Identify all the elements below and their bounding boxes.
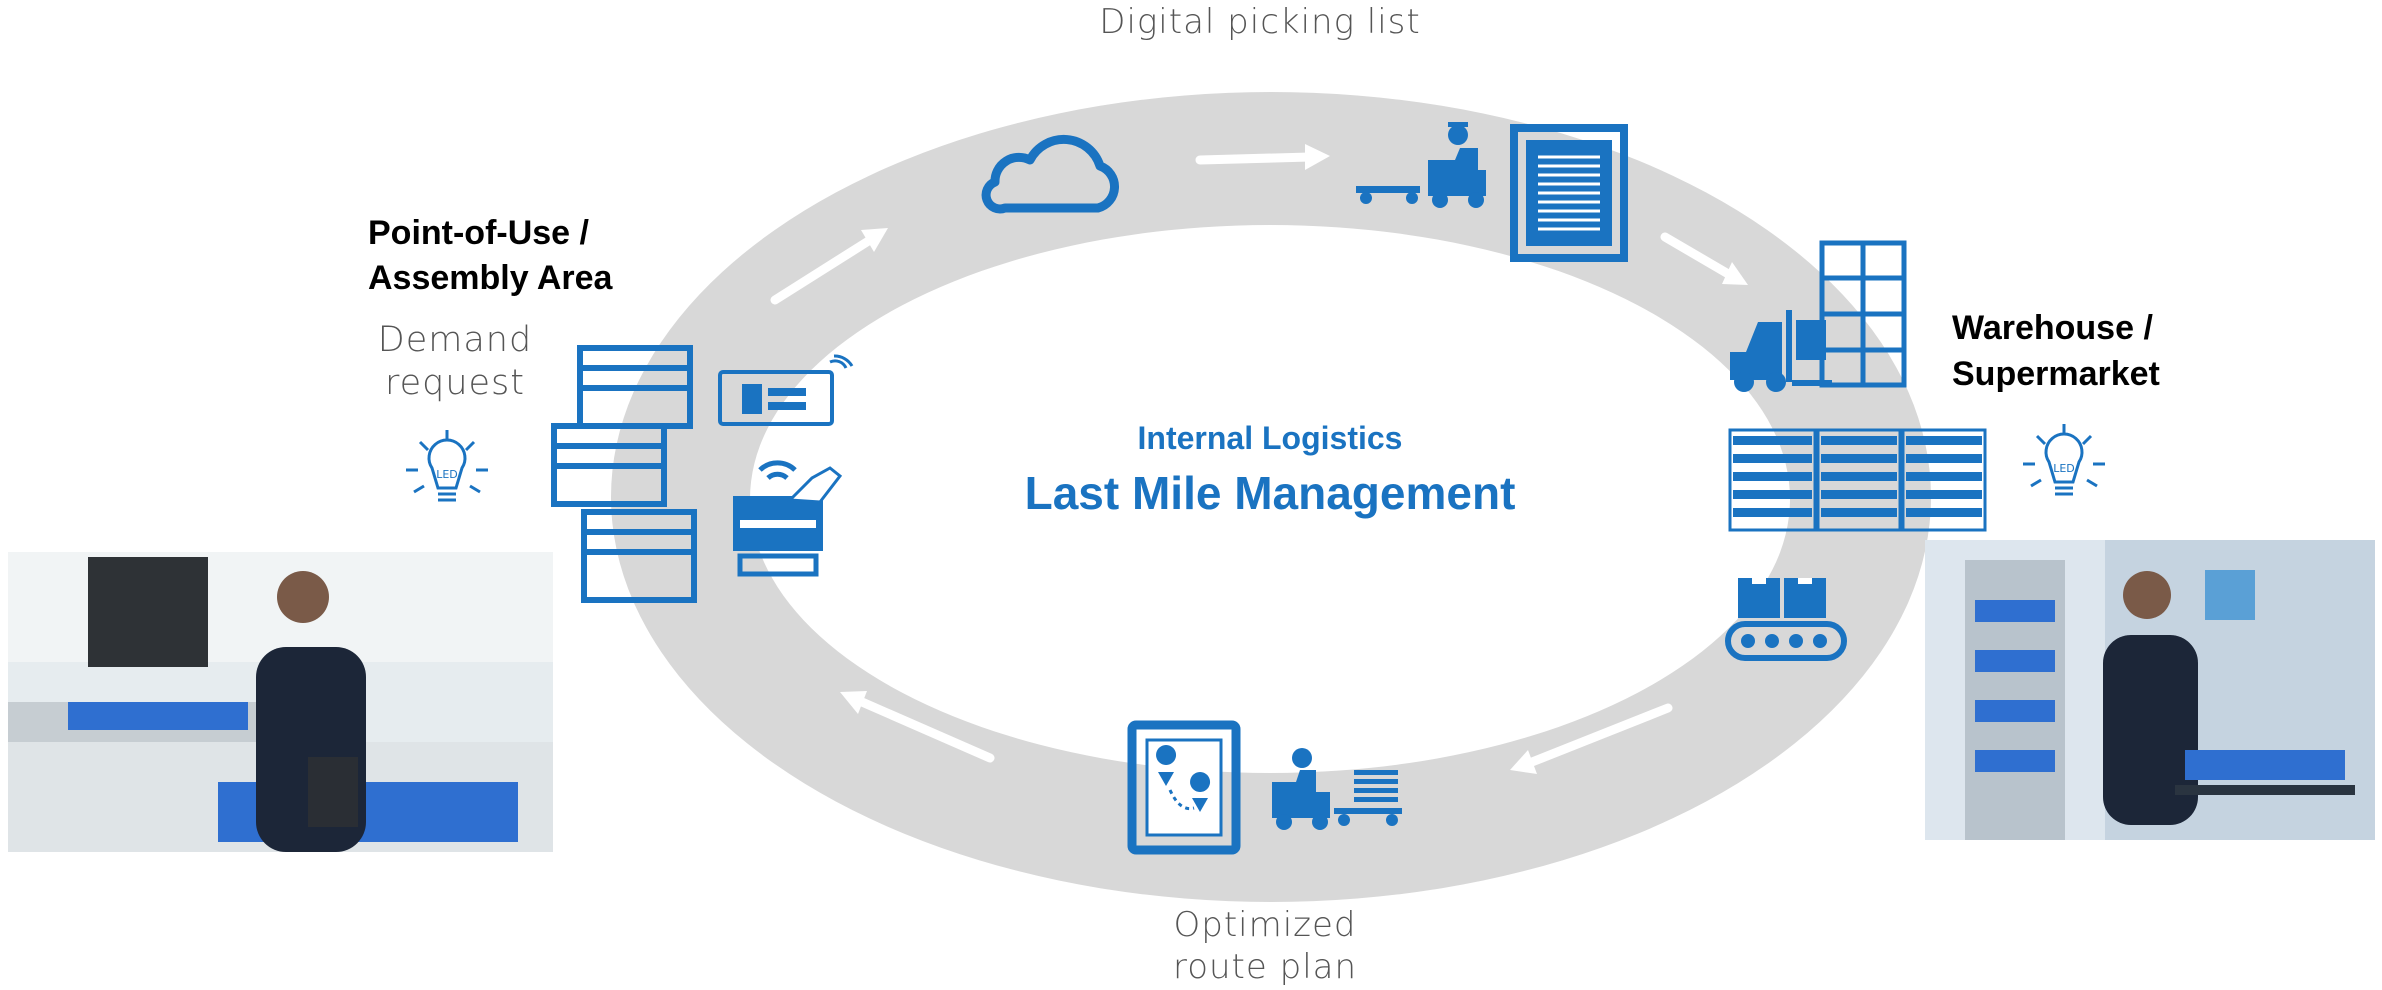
center-title: Last Mile Management: [1024, 467, 1516, 519]
flow-arrow-top: [1195, 144, 1330, 170]
point-of-use-title-line2: Assembly Area: [368, 259, 613, 297]
warehouse-title-line1: Warehouse /: [1952, 309, 2153, 347]
station-optimized-route-line2: route plan: [1172, 947, 1358, 987]
cloud-icon: [981, 134, 1120, 214]
assembly-worker-photo: [8, 552, 553, 852]
warehouse-worker-photo: [1925, 540, 2375, 840]
flow-arrow-upper-left: [770, 228, 888, 305]
tugger-delivery-icon: [1272, 748, 1402, 830]
station-digital-picking-list: Digital picking list: [1099, 2, 1421, 42]
warehouse-title-line2: Supermarket: [1952, 355, 2160, 393]
pallet-rack-icon: [1819, 240, 1907, 388]
flow-arrows: [770, 144, 1748, 774]
assembly-shelf-icon: [551, 345, 697, 603]
demand-request-line2: request: [384, 363, 526, 403]
flow-arrow-lower-left: [840, 691, 995, 763]
picking-list-document-icon: [1510, 124, 1628, 262]
led-bulb-right-label: LED: [2053, 462, 2075, 475]
station-optimized-route-line1: Optimized: [1173, 905, 1357, 945]
pick-display-icon: [718, 354, 854, 426]
center-subtitle: Internal Logistics: [1137, 420, 1403, 456]
flow-arrow-lower-right: [1510, 703, 1673, 774]
demand-request-line1: Demand: [377, 320, 533, 360]
led-bulb-icon-left: [406, 430, 488, 502]
flow-arrow-upper-right: [1660, 232, 1748, 285]
storage-rack-icon: [1728, 428, 1987, 532]
conveyor-icon: [1725, 578, 1847, 661]
tugger-truck-icon: [1356, 122, 1486, 208]
led-bulb-icon-right: [2023, 424, 2105, 496]
point-of-use-title-line1: Point-of-Use /: [368, 214, 589, 252]
route-tablet-icon: [1127, 720, 1241, 855]
led-bulb-left-label: LED: [436, 468, 458, 481]
forklift-icon: [1730, 310, 1832, 392]
pick-by-light-icon: [733, 460, 843, 577]
